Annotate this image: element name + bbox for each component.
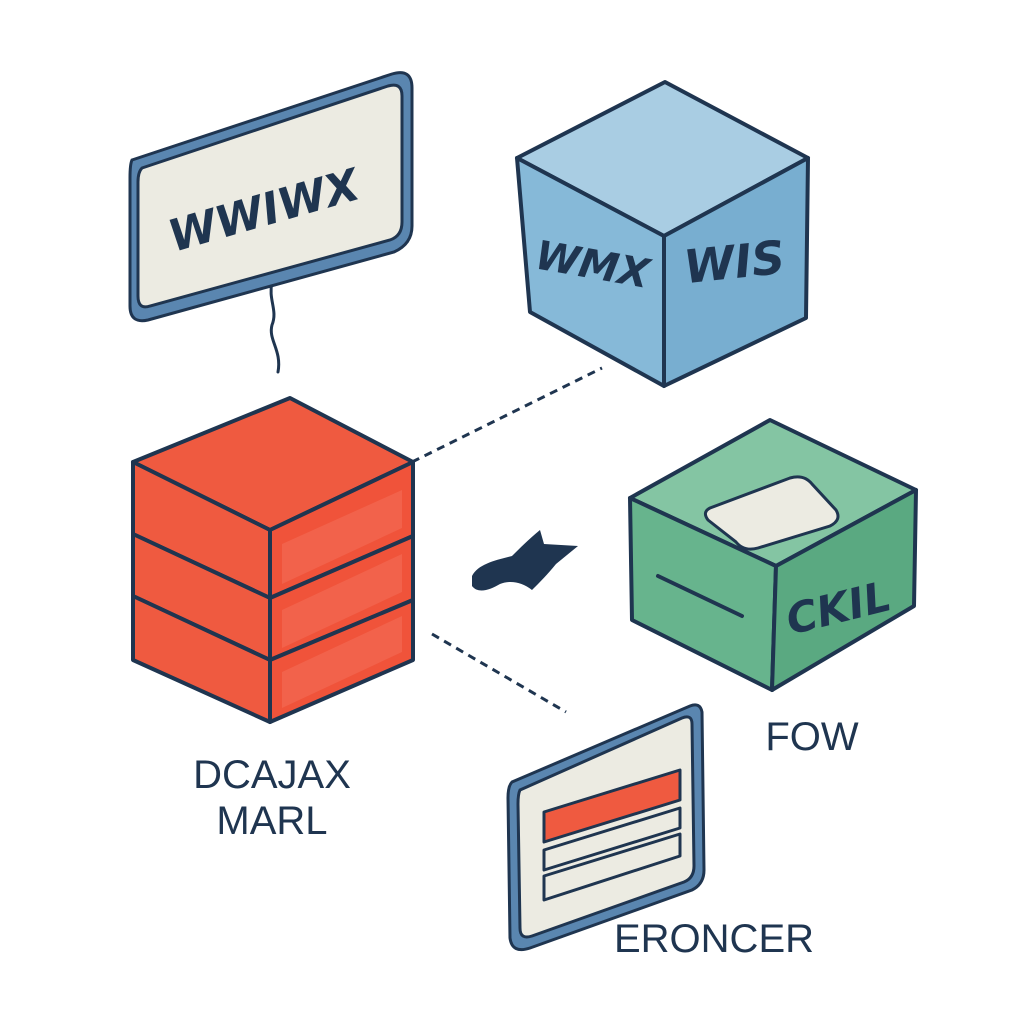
green-cube-top-panel xyxy=(703,475,840,551)
speech-bubble-icon xyxy=(136,83,404,309)
green-cube-label: FOW xyxy=(765,715,859,759)
window-card-row xyxy=(542,806,682,872)
window-card-node: ERONCER xyxy=(506,703,814,961)
red-stack-label-line2: MARL xyxy=(216,799,327,843)
red-stack-label-line1: DCAJAX xyxy=(193,753,351,797)
window-card-highlight-row xyxy=(542,768,682,844)
blue-cube-side-face xyxy=(662,156,810,388)
speech-box-tail-connector xyxy=(269,280,281,374)
dashed-connector-red-to-window xyxy=(431,632,567,714)
window-card-label: ERONCER xyxy=(614,917,814,961)
window-card-row xyxy=(542,832,682,902)
speech-box-node: WWIWX xyxy=(128,71,414,323)
red-stack-node: DCAJAX MARL xyxy=(131,396,415,843)
blue-cube-side-text: WIS xyxy=(681,230,787,294)
dashed-connector-red-to-blue xyxy=(411,366,603,464)
arrow-right-icon xyxy=(472,530,578,591)
green-cube-front-dash xyxy=(656,574,744,618)
green-cube-node: CKIL FOW xyxy=(628,418,918,759)
blue-cube-node: WMX WIS xyxy=(515,80,810,388)
green-cube-side-face xyxy=(770,488,918,692)
